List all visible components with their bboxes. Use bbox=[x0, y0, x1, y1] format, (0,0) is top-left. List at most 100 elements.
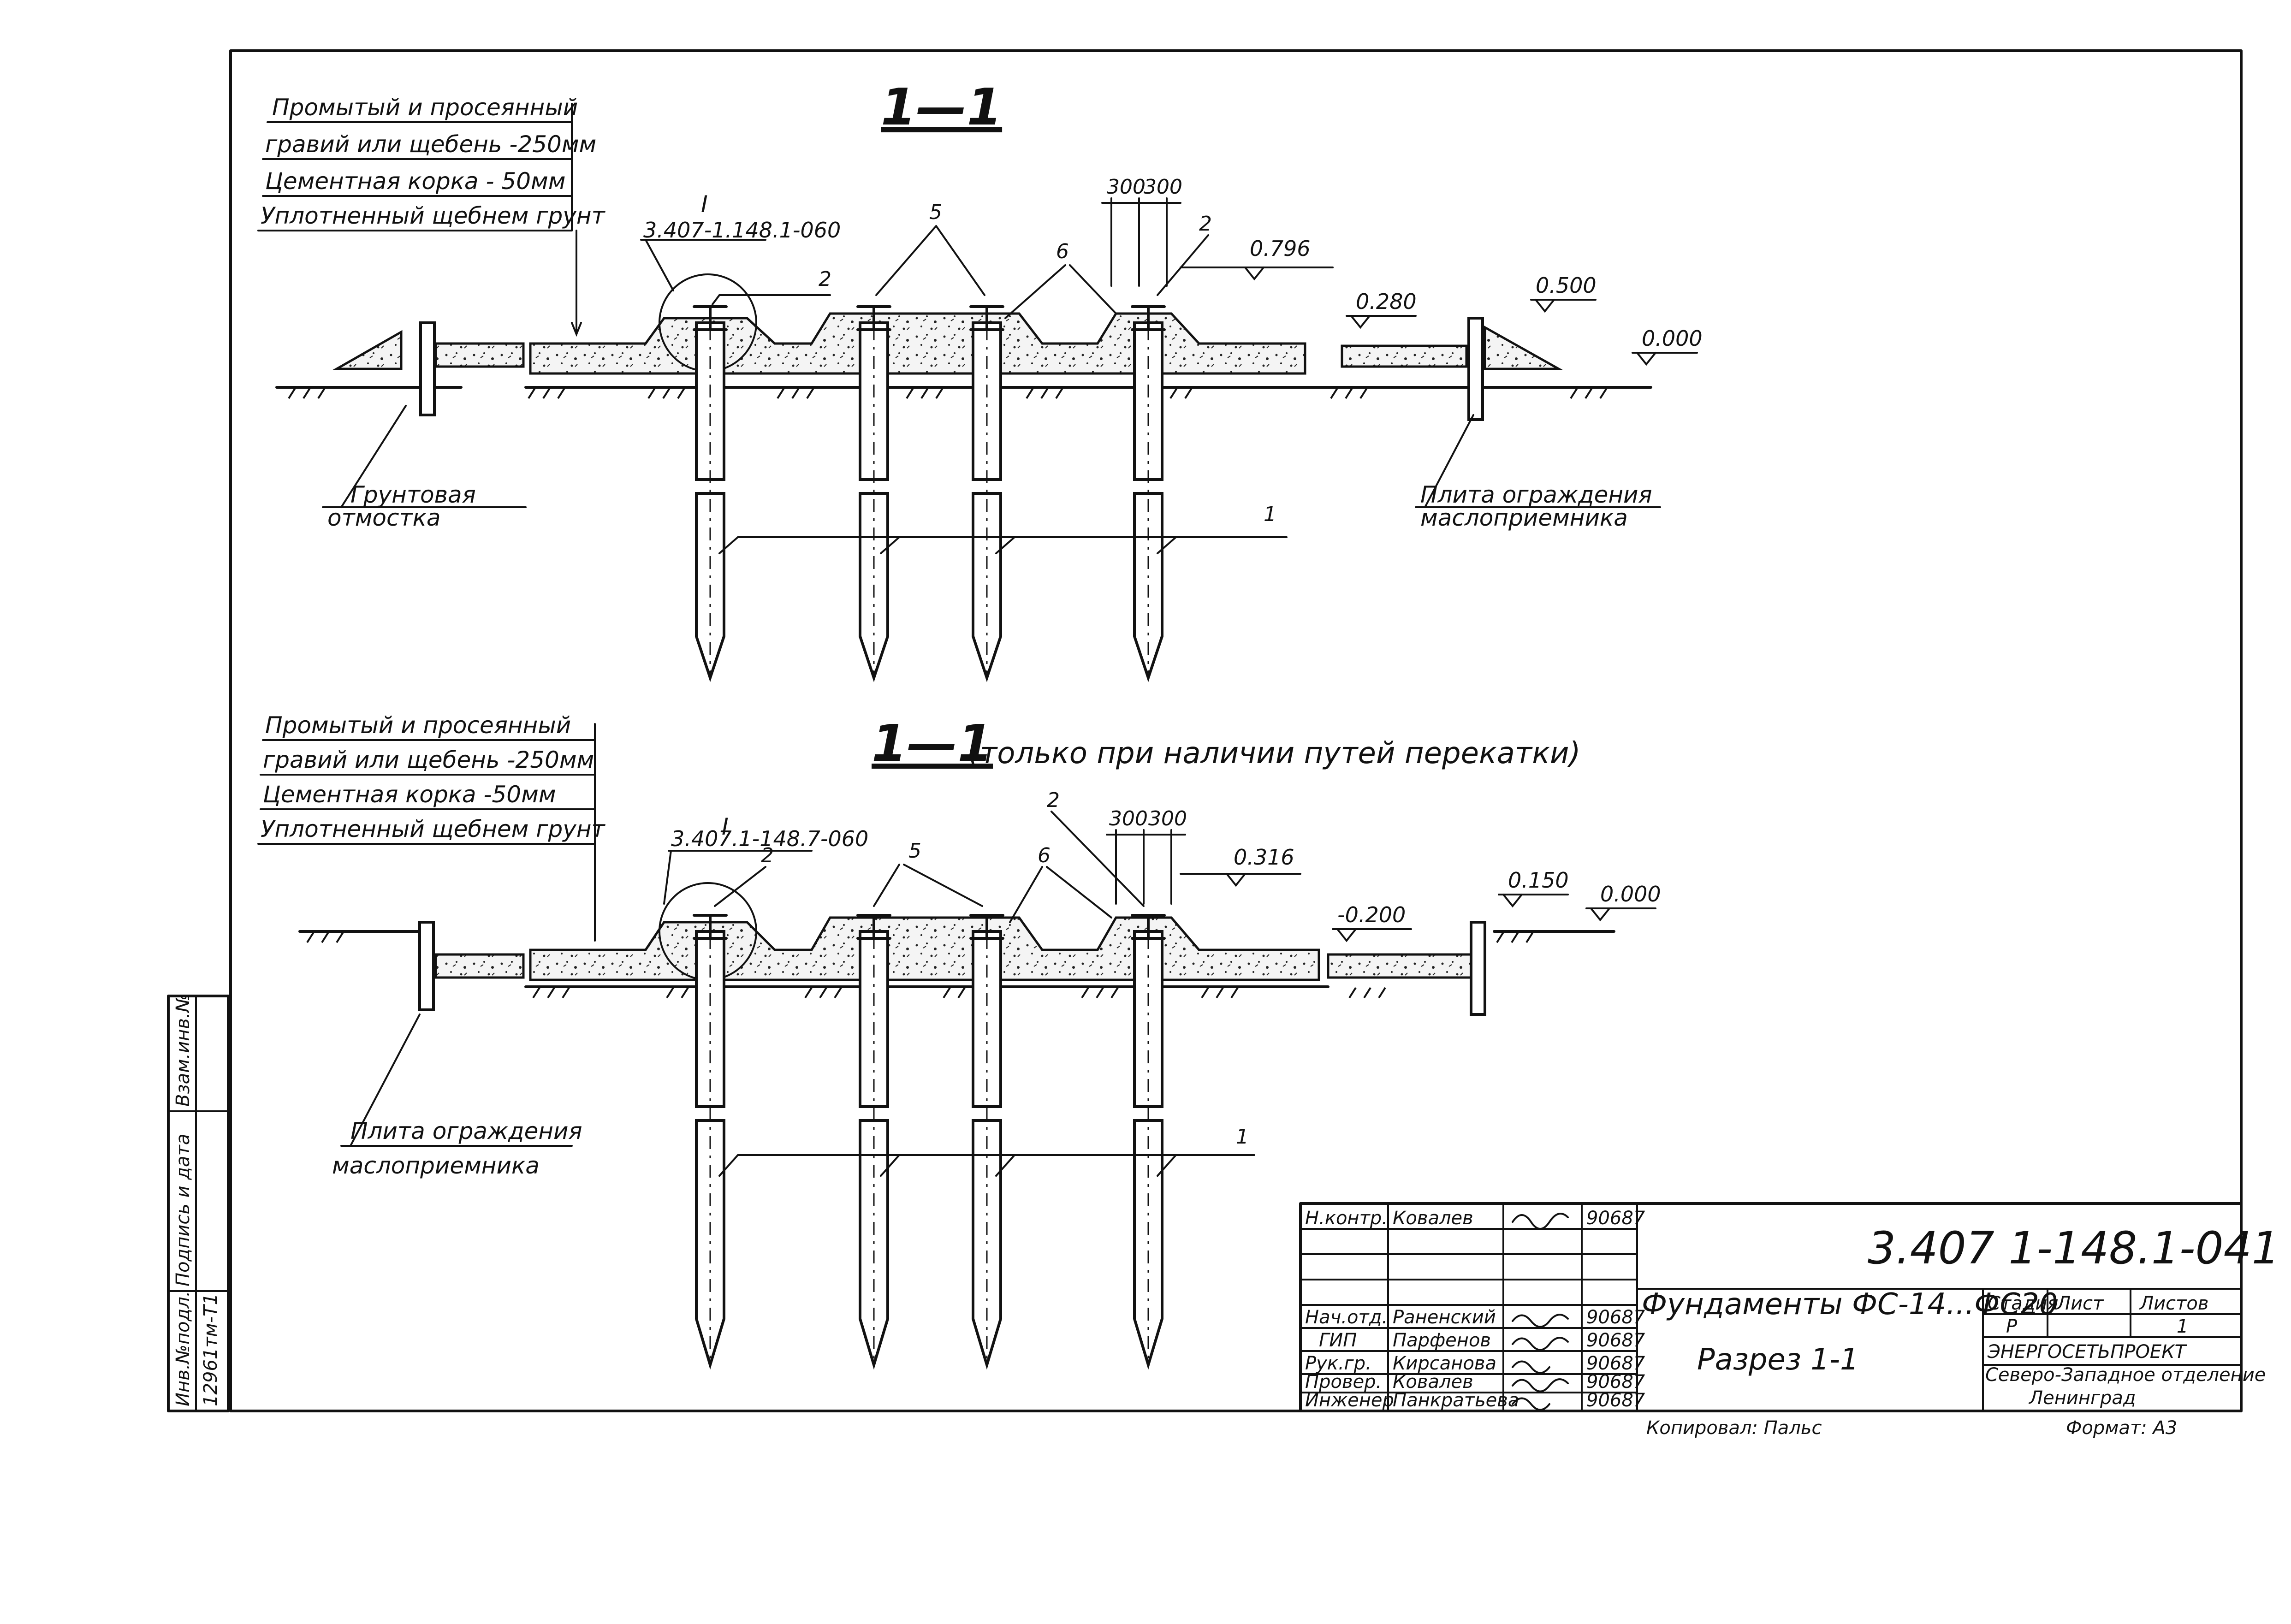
layer-label: Цементная корка - 50мм bbox=[265, 168, 565, 195]
tb-role: Рук.гр. bbox=[1305, 1353, 1371, 1374]
callout-2a: 2 bbox=[761, 844, 774, 867]
pile-shaft bbox=[695, 321, 725, 481]
dim-300: 300 bbox=[1148, 807, 1187, 830]
section-top: 1—1 Промытый и просеянный гравий или щеб… bbox=[257, 77, 1703, 682]
pile-shaft bbox=[1133, 930, 1163, 1108]
callout-5: 5 bbox=[908, 839, 921, 863]
callout-6: 6 bbox=[1038, 844, 1051, 867]
soil-slope-right bbox=[1484, 325, 1563, 370]
tb-role: Н.контр. bbox=[1305, 1208, 1388, 1229]
sheet-border bbox=[229, 49, 2243, 1412]
tb-sheet-title: Разрез 1-1 bbox=[1697, 1343, 1859, 1377]
tb-date: 90687 bbox=[1586, 1390, 1645, 1411]
gravel-layer bbox=[529, 916, 1320, 981]
tb-format: Формат: А3 bbox=[2066, 1417, 2177, 1439]
tb-name: Ковалев bbox=[1393, 1208, 1473, 1229]
level-mark: 0.000 bbox=[1642, 326, 1703, 351]
note-line: отмостка bbox=[327, 504, 440, 531]
section-bottom-title: 1—1 bbox=[872, 714, 993, 773]
pile-shaft bbox=[1133, 321, 1163, 481]
layer-label: Промытый и просеянный bbox=[272, 94, 578, 121]
level-mark: 0.000 bbox=[1600, 882, 1661, 907]
layer-label: Уплотненный щебнем грунт bbox=[261, 816, 606, 842]
ground-line bbox=[298, 930, 1615, 988]
edge-plate-right bbox=[1470, 921, 1486, 1016]
layer-labels-top: Промытый и просеянный гравий или щебень … bbox=[257, 94, 606, 337]
section-bottom: 1—1 (только при наличии путей перекатки)… bbox=[257, 712, 1661, 1370]
tb-role: ГИП bbox=[1319, 1330, 1357, 1351]
tb-copied: Копировал: Пальс bbox=[1646, 1417, 1822, 1439]
dim-300: 300 bbox=[1109, 807, 1148, 830]
stamp-inv-label: Инв.№подл. bbox=[172, 1291, 194, 1406]
layer-label: Уплотненный щебнем грунт bbox=[261, 202, 606, 229]
gravel-layer bbox=[529, 312, 1306, 375]
tb-date: 90687 bbox=[1586, 1371, 1645, 1393]
signature bbox=[1512, 1213, 1569, 1411]
piles-lower-top bbox=[695, 327, 1163, 682]
stamp-replacement-label: Взам.инв.№ bbox=[172, 993, 194, 1107]
gravel-strip bbox=[434, 953, 525, 979]
dim-300: 300 bbox=[1144, 175, 1182, 199]
tb-stage-label: Стадия bbox=[1988, 1293, 2058, 1314]
level-mark: 0.280 bbox=[1356, 289, 1417, 314]
tb-name: Панкратьева bbox=[1393, 1390, 1519, 1411]
side-stamp: Инв.№подл. 12961тм-Т1 Подпись и дата Вза… bbox=[167, 993, 230, 1412]
tb-date: 90687 bbox=[1586, 1353, 1645, 1374]
layer-label: гравий или щебень -250мм bbox=[265, 131, 596, 158]
layer-labels-bottom: Промытый и просеянный гравий или щебень … bbox=[257, 712, 606, 942]
level-mark: -0.200 bbox=[1337, 902, 1406, 927]
note-line: маслоприемника bbox=[332, 1152, 540, 1179]
tb-name: Парфенов bbox=[1393, 1330, 1491, 1351]
ground-hatch bbox=[288, 387, 1608, 399]
tb-org-city: Ленинград bbox=[2028, 1387, 2136, 1409]
layer-label: Цементная корка -50мм bbox=[263, 781, 556, 808]
callout-2a: 2 bbox=[819, 267, 831, 291]
note-line: Плита ограждения bbox=[1420, 481, 1652, 508]
gravel-strip bbox=[434, 342, 525, 368]
layer-label: гравий или щебень -250мм bbox=[263, 747, 594, 773]
gravel-strip bbox=[1341, 344, 1468, 368]
tb-sheets-value: 1 bbox=[2177, 1316, 2188, 1337]
tb-name-title: Фундаменты ФС-14...ФС20 bbox=[1642, 1287, 2058, 1322]
section-top-title: 1—1 bbox=[881, 77, 1002, 136]
piles-upper-bottom bbox=[695, 930, 1163, 1108]
callout-6: 6 bbox=[1056, 240, 1069, 263]
tb-role: Инженер bbox=[1305, 1390, 1394, 1411]
tb-stage-value: Р bbox=[2006, 1316, 2018, 1337]
tb-org: ЭНЕРГОСЕТЬПРОЕКТ bbox=[1987, 1341, 2188, 1363]
pile-shaft bbox=[859, 321, 889, 481]
note-line: Грунтовая bbox=[350, 481, 476, 508]
tb-name: Кирсанова bbox=[1393, 1353, 1496, 1374]
level-mark: 0.500 bbox=[1536, 273, 1597, 298]
callout-5: 5 bbox=[929, 201, 942, 224]
note-line: маслоприемника bbox=[1420, 504, 1628, 531]
callout-2b: 2 bbox=[1047, 788, 1060, 812]
stamp-signature-label: Подпись и дата bbox=[172, 1134, 194, 1286]
tb-date: 90687 bbox=[1586, 1307, 1645, 1328]
tb-date: 90687 bbox=[1586, 1208, 1645, 1229]
edge-plate-left bbox=[419, 321, 436, 416]
dim-300: 300 bbox=[1107, 175, 1146, 199]
tb-sheet-label: Лист bbox=[2056, 1293, 2104, 1314]
note-line: Плита ограждения bbox=[350, 1118, 582, 1144]
level-mark: 0.796 bbox=[1250, 236, 1311, 261]
layer-label: Промытый и просеянный bbox=[265, 712, 571, 739]
callout-1: 1 bbox=[1264, 503, 1276, 526]
section-bottom-subtitle: (только при наличии путей перекатки) bbox=[968, 736, 1580, 771]
soil-slope-left bbox=[332, 330, 403, 370]
tb-sheets-label: Листов bbox=[2139, 1293, 2208, 1314]
tb-role: Провер. bbox=[1305, 1371, 1382, 1393]
tb-org-branch: Северо-Западное отделение bbox=[1985, 1364, 2266, 1386]
tb-name: Раненский bbox=[1393, 1307, 1496, 1328]
tb-role: Нач.отд. bbox=[1305, 1307, 1388, 1328]
detail-ref: 3.407-1.148.1-060 bbox=[643, 218, 841, 243]
tb-date: 90687 bbox=[1586, 1330, 1645, 1351]
tb-code: 3.407 1-148.1-041 bbox=[1868, 1222, 2280, 1274]
callout-1: 1 bbox=[1236, 1125, 1249, 1149]
edge-plate-left bbox=[418, 921, 435, 1011]
gravel-strip bbox=[1327, 953, 1472, 979]
stamp-inv-value: 12961тм-Т1 bbox=[200, 1293, 221, 1406]
detail-mark: I bbox=[722, 813, 729, 840]
